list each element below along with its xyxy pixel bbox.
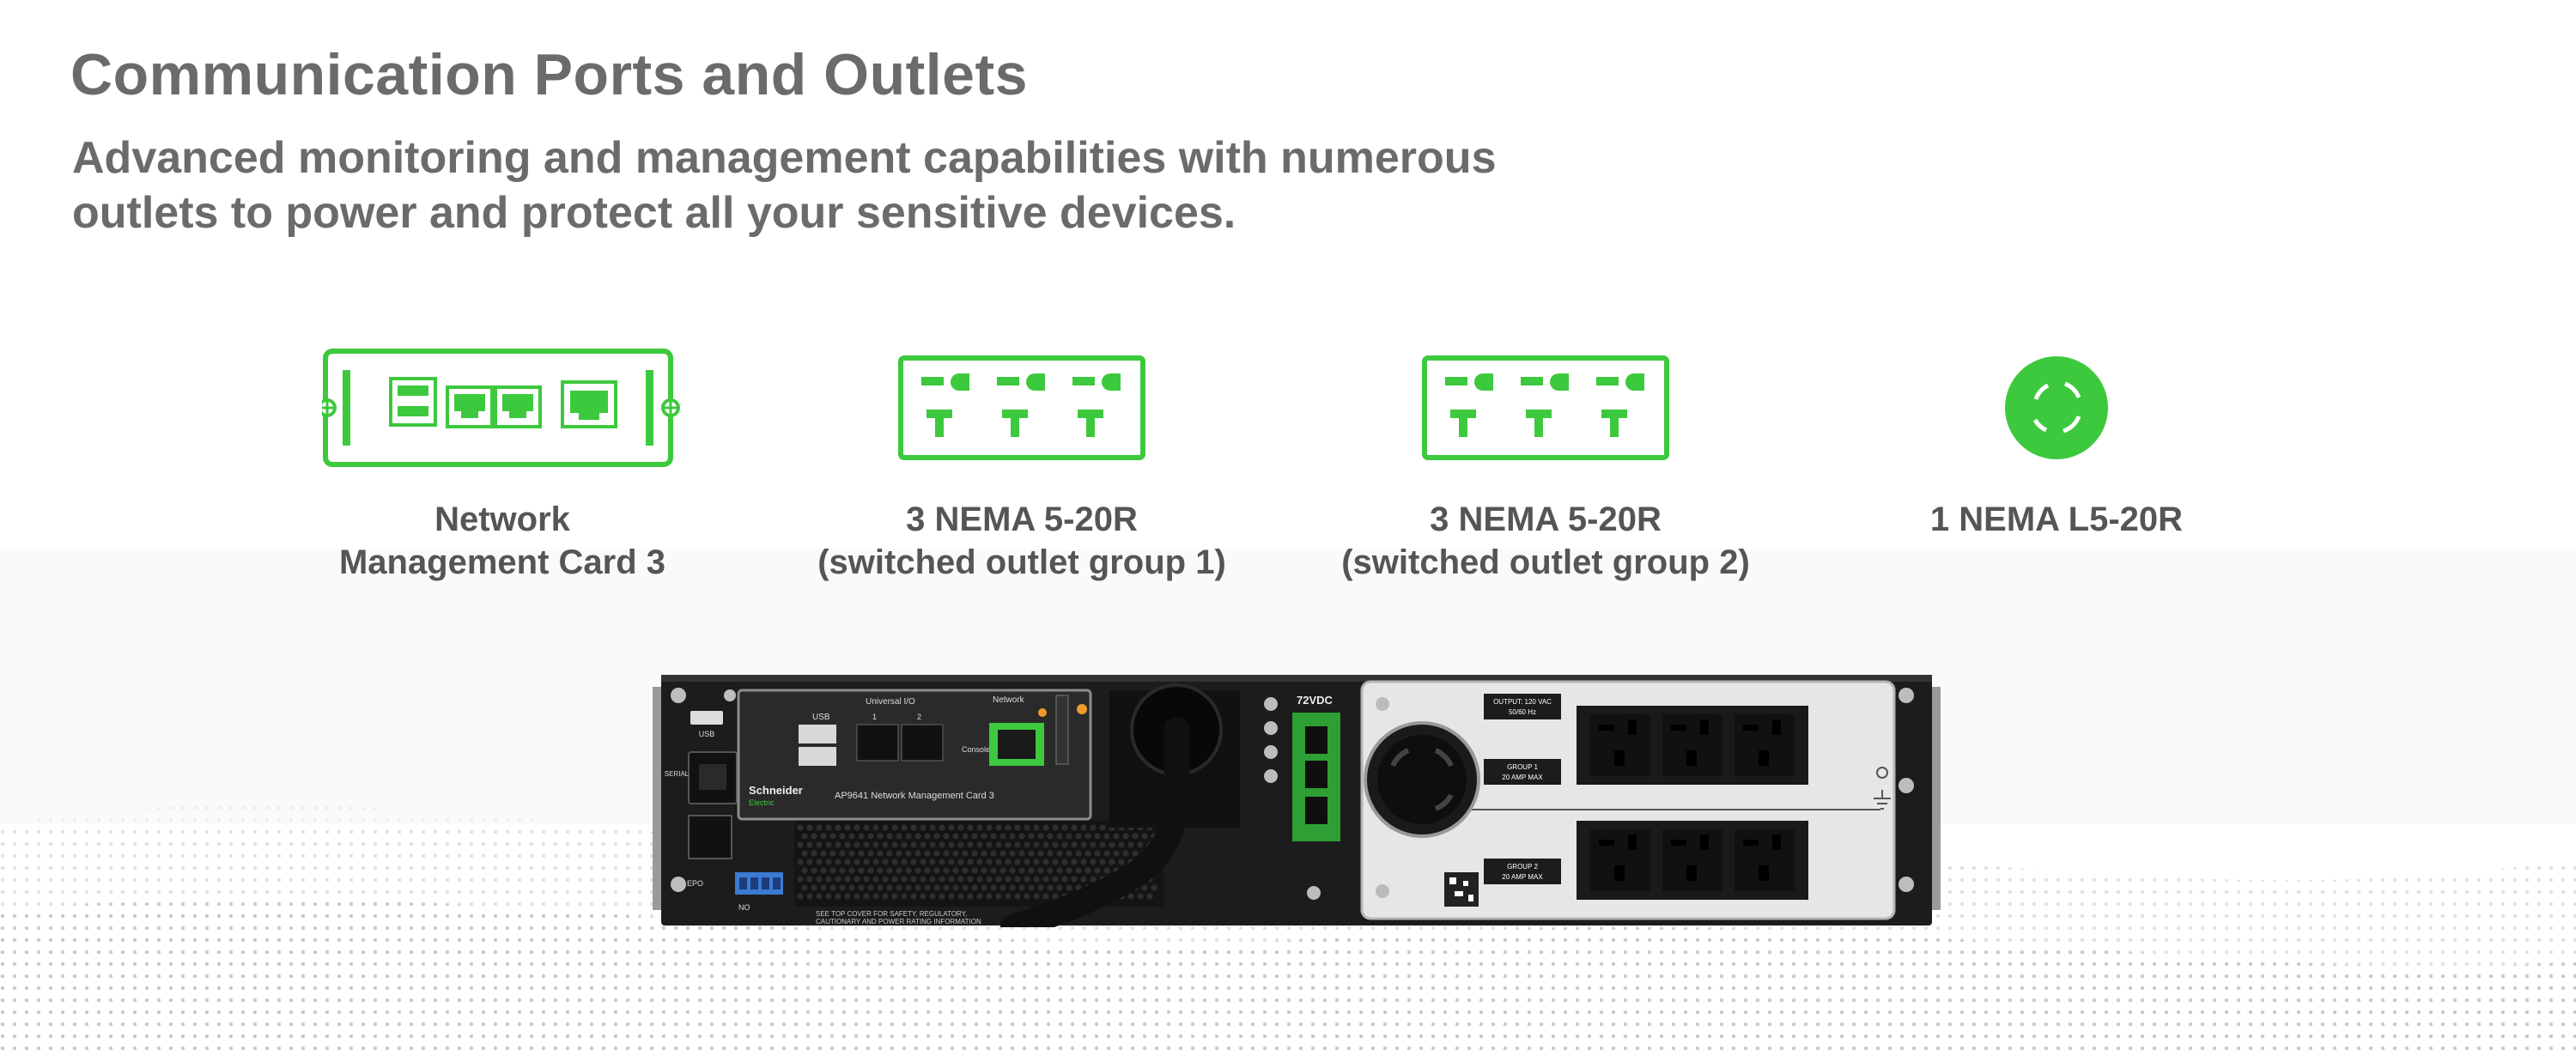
feature-outlet-group-2: 3 NEMA 5-20R (switched outlet group 2) [1288,343,1803,584]
feature-network-card: Network Management Card 3 [245,343,760,584]
console-label: Console [962,745,990,754]
group-2-label-2: 20 AMP MAX [1502,873,1543,881]
feature-4-line-1: 1 NEMA L5-20R [1929,501,2184,538]
output-label-2: 50/60 Hz [1509,708,1536,716]
group-2-label-1: GROUP 2 [1507,863,1538,871]
nema-l5-20r-outlet-icon [2005,356,2108,459]
group-1-label-2: 20 AMP MAX [1502,774,1543,781]
nema-5-20r-outlet-icon [898,355,1145,460]
card-usb-label: USB [812,713,830,722]
feature-outlet-group-1: 3 NEMA 5-20R (switched outlet group 1) [764,343,1279,584]
feature-2-line-1: 3 NEMA 5-20R [906,501,1138,538]
port-2-label: 2 [917,713,921,721]
card-model-label: AP9641 Network Management Card 3 [835,791,994,801]
safety-line-1: SEE TOP COVER FOR SAFETY, REGULATORY, [816,910,967,918]
brand-sub-text: Electric [749,798,775,807]
power-cord [1000,717,1190,927]
usb-label: USB [699,730,715,738]
feature-3-line-2: (switched outlet group 2) [1341,543,1750,581]
page-title: Communication Ports and Outlets [70,42,1028,107]
network-card-icon [322,349,680,467]
feature-1-line-1: Network [434,501,570,538]
brand-logo-text: Schneider [749,784,803,797]
universal-io-label: Universal I/O [866,697,915,707]
nema-5-20r-outlet-icon [1422,355,1669,460]
epo-label: EPO [687,879,703,888]
feature-3-line-1: 3 NEMA 5-20R [1430,501,1662,538]
serial-label: SERIAL [665,770,690,778]
feature-twist-lock-outlet: 1 NEMA L5-20R [1799,343,2314,541]
group-1-label-1: GROUP 1 [1507,763,1538,771]
subtitle-line-1: Advanced monitoring and management capab… [72,133,1497,183]
output-label-1: OUTPUT: 120 VAC [1493,698,1552,706]
safety-line-2: CAUTIONARY AND POWER RATING INFORMATION [816,918,981,926]
ups-rear-panel: USB SERIAL EPO NO USB Universal I/O 1 2 … [653,675,1941,927]
page-subtitle: Advanced monitoring and management capab… [72,130,1704,240]
network-label: Network [993,695,1025,705]
dc-label: 72VDC [1297,694,1334,707]
feature-1-line-2: Management Card 3 [338,543,666,581]
port-1-label: 1 [872,713,877,721]
feature-2-line-2: (switched outlet group 1) [817,543,1226,581]
no-label: NO [738,903,750,912]
subtitle-line-2: outlets to power and protect all your se… [72,188,1236,238]
